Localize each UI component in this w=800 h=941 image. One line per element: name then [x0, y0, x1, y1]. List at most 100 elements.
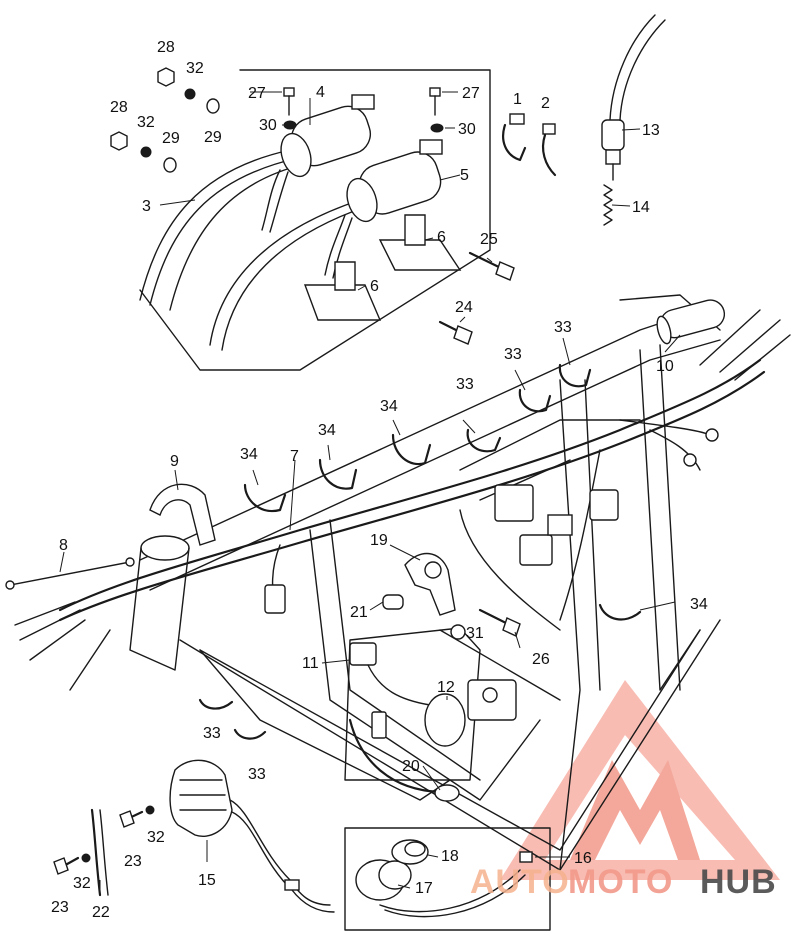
callout-10: 10 — [656, 358, 674, 375]
callout-33-lower-b: 33 — [248, 766, 266, 783]
horn-cap-18 — [391, 839, 429, 865]
watermark-moto: MOTO — [568, 863, 673, 901]
callout-33-top: 33 — [554, 319, 572, 336]
clamp-34-c — [391, 433, 432, 466]
terminal-end-2 — [705, 428, 719, 442]
clamp-33-c — [558, 363, 592, 388]
washer-30-right — [430, 123, 444, 133]
clamp-34-b — [318, 458, 358, 490]
nut-28-left — [110, 131, 128, 151]
spring-14 — [603, 184, 613, 226]
connector-harness-2 — [519, 534, 553, 566]
washer-30-left — [283, 120, 297, 130]
terminal-end-1 — [683, 453, 697, 467]
callout-2: 2 — [541, 95, 550, 112]
washer-32-left — [140, 146, 152, 158]
connector-harness-4 — [547, 514, 573, 536]
callout-32-lower-left: 32 — [73, 875, 91, 892]
coil-inset — [139, 69, 491, 371]
callout-25: 25 — [480, 231, 498, 248]
washer-29-left — [163, 157, 177, 173]
regulator-connector — [284, 879, 300, 891]
washer-32-lower-left — [81, 853, 91, 863]
bolt-27-right — [429, 87, 441, 116]
main-frame — [129, 294, 721, 871]
callout-33-lower-a: 33 — [203, 725, 221, 742]
callout-7: 7 — [290, 448, 299, 465]
callout-30-left: 30 — [259, 117, 277, 134]
callout-33-mid: 33 — [504, 346, 522, 363]
regulator-15 — [169, 759, 335, 913]
callout-32-left: 32 — [137, 114, 155, 131]
callout-28-left: 28 — [110, 99, 128, 116]
strap-22 — [90, 808, 109, 897]
washer-32-lower-right — [145, 805, 155, 815]
leader-lines — [59, 91, 681, 895]
callout-4: 4 — [316, 84, 325, 101]
coil-inset-border — [139, 69, 491, 371]
horn-17 — [355, 859, 412, 901]
callout-6-lower: 6 — [370, 278, 379, 295]
callout-9: 9 — [170, 453, 179, 470]
callout-12: 12 — [437, 679, 455, 696]
starter-inset — [344, 627, 517, 802]
callout-26: 26 — [532, 651, 550, 668]
bolt-23-left — [53, 856, 80, 875]
callout-19: 19 — [370, 532, 388, 549]
collar-21 — [382, 594, 404, 610]
starter-relay-12 — [424, 679, 517, 747]
watermark-letter-m — [570, 760, 700, 860]
callout-22: 22 — [92, 904, 110, 921]
coil-bracket-lower — [303, 261, 382, 321]
connector-harness-3 — [589, 489, 619, 521]
bracket-19 — [404, 552, 456, 616]
coil-bracket-upper — [378, 214, 462, 271]
callout-29-left: 29 — [162, 130, 180, 147]
clamp-33-d — [198, 698, 234, 710]
ht-lead-2b — [221, 205, 369, 351]
watermark-logo — [500, 680, 780, 880]
nut-28-top — [157, 67, 175, 87]
connector-harness-1 — [264, 584, 286, 614]
clamp-34-d — [598, 603, 642, 621]
callout-32-lower-right: 32 — [147, 829, 165, 846]
callout-3: 3 — [142, 198, 151, 215]
stop-switch-13 — [601, 14, 666, 181]
callout-16: 16 — [574, 850, 592, 867]
bolt-24 — [438, 320, 473, 345]
washer-31 — [450, 624, 466, 640]
callout-18: 18 — [441, 848, 459, 865]
callout-33-left: 33 — [456, 376, 474, 393]
callout-31: 31 — [466, 625, 484, 642]
callout-34-b: 34 — [318, 422, 336, 439]
clamp-33-b — [518, 388, 552, 413]
horn-inset — [344, 827, 551, 931]
callout-15: 15 — [198, 872, 216, 889]
cable-20 — [348, 718, 460, 802]
callout-21: 21 — [350, 604, 368, 621]
callout-30-right: 30 — [458, 121, 476, 138]
ground-wire-8 — [5, 557, 135, 590]
harness-cover-10 — [656, 299, 726, 345]
callout-34-d: 34 — [690, 596, 708, 613]
callout-13: 13 — [642, 122, 660, 139]
watermark-text: AUTO MOTO HUB — [470, 863, 777, 901]
callout-29-right: 29 — [204, 129, 222, 146]
clamp-2 — [541, 123, 557, 177]
callout-5: 5 — [460, 167, 469, 184]
callout-17: 17 — [415, 880, 433, 897]
callout-1: 1 — [513, 91, 522, 108]
watermark-auto: AUTO — [470, 863, 570, 901]
wire-harness-7 — [14, 309, 791, 691]
callout-23-left: 23 — [51, 899, 69, 916]
callout-27-left: 27 — [248, 85, 266, 102]
bolt-23-right — [119, 810, 144, 828]
watermark-hub: HUB — [700, 863, 777, 901]
washer-32-top — [184, 88, 196, 100]
steering-head — [140, 535, 190, 561]
ht-lead-1c — [169, 163, 306, 311]
callout-8: 8 — [59, 537, 68, 554]
callout-24: 24 — [455, 299, 473, 316]
connector-block — [494, 484, 534, 522]
